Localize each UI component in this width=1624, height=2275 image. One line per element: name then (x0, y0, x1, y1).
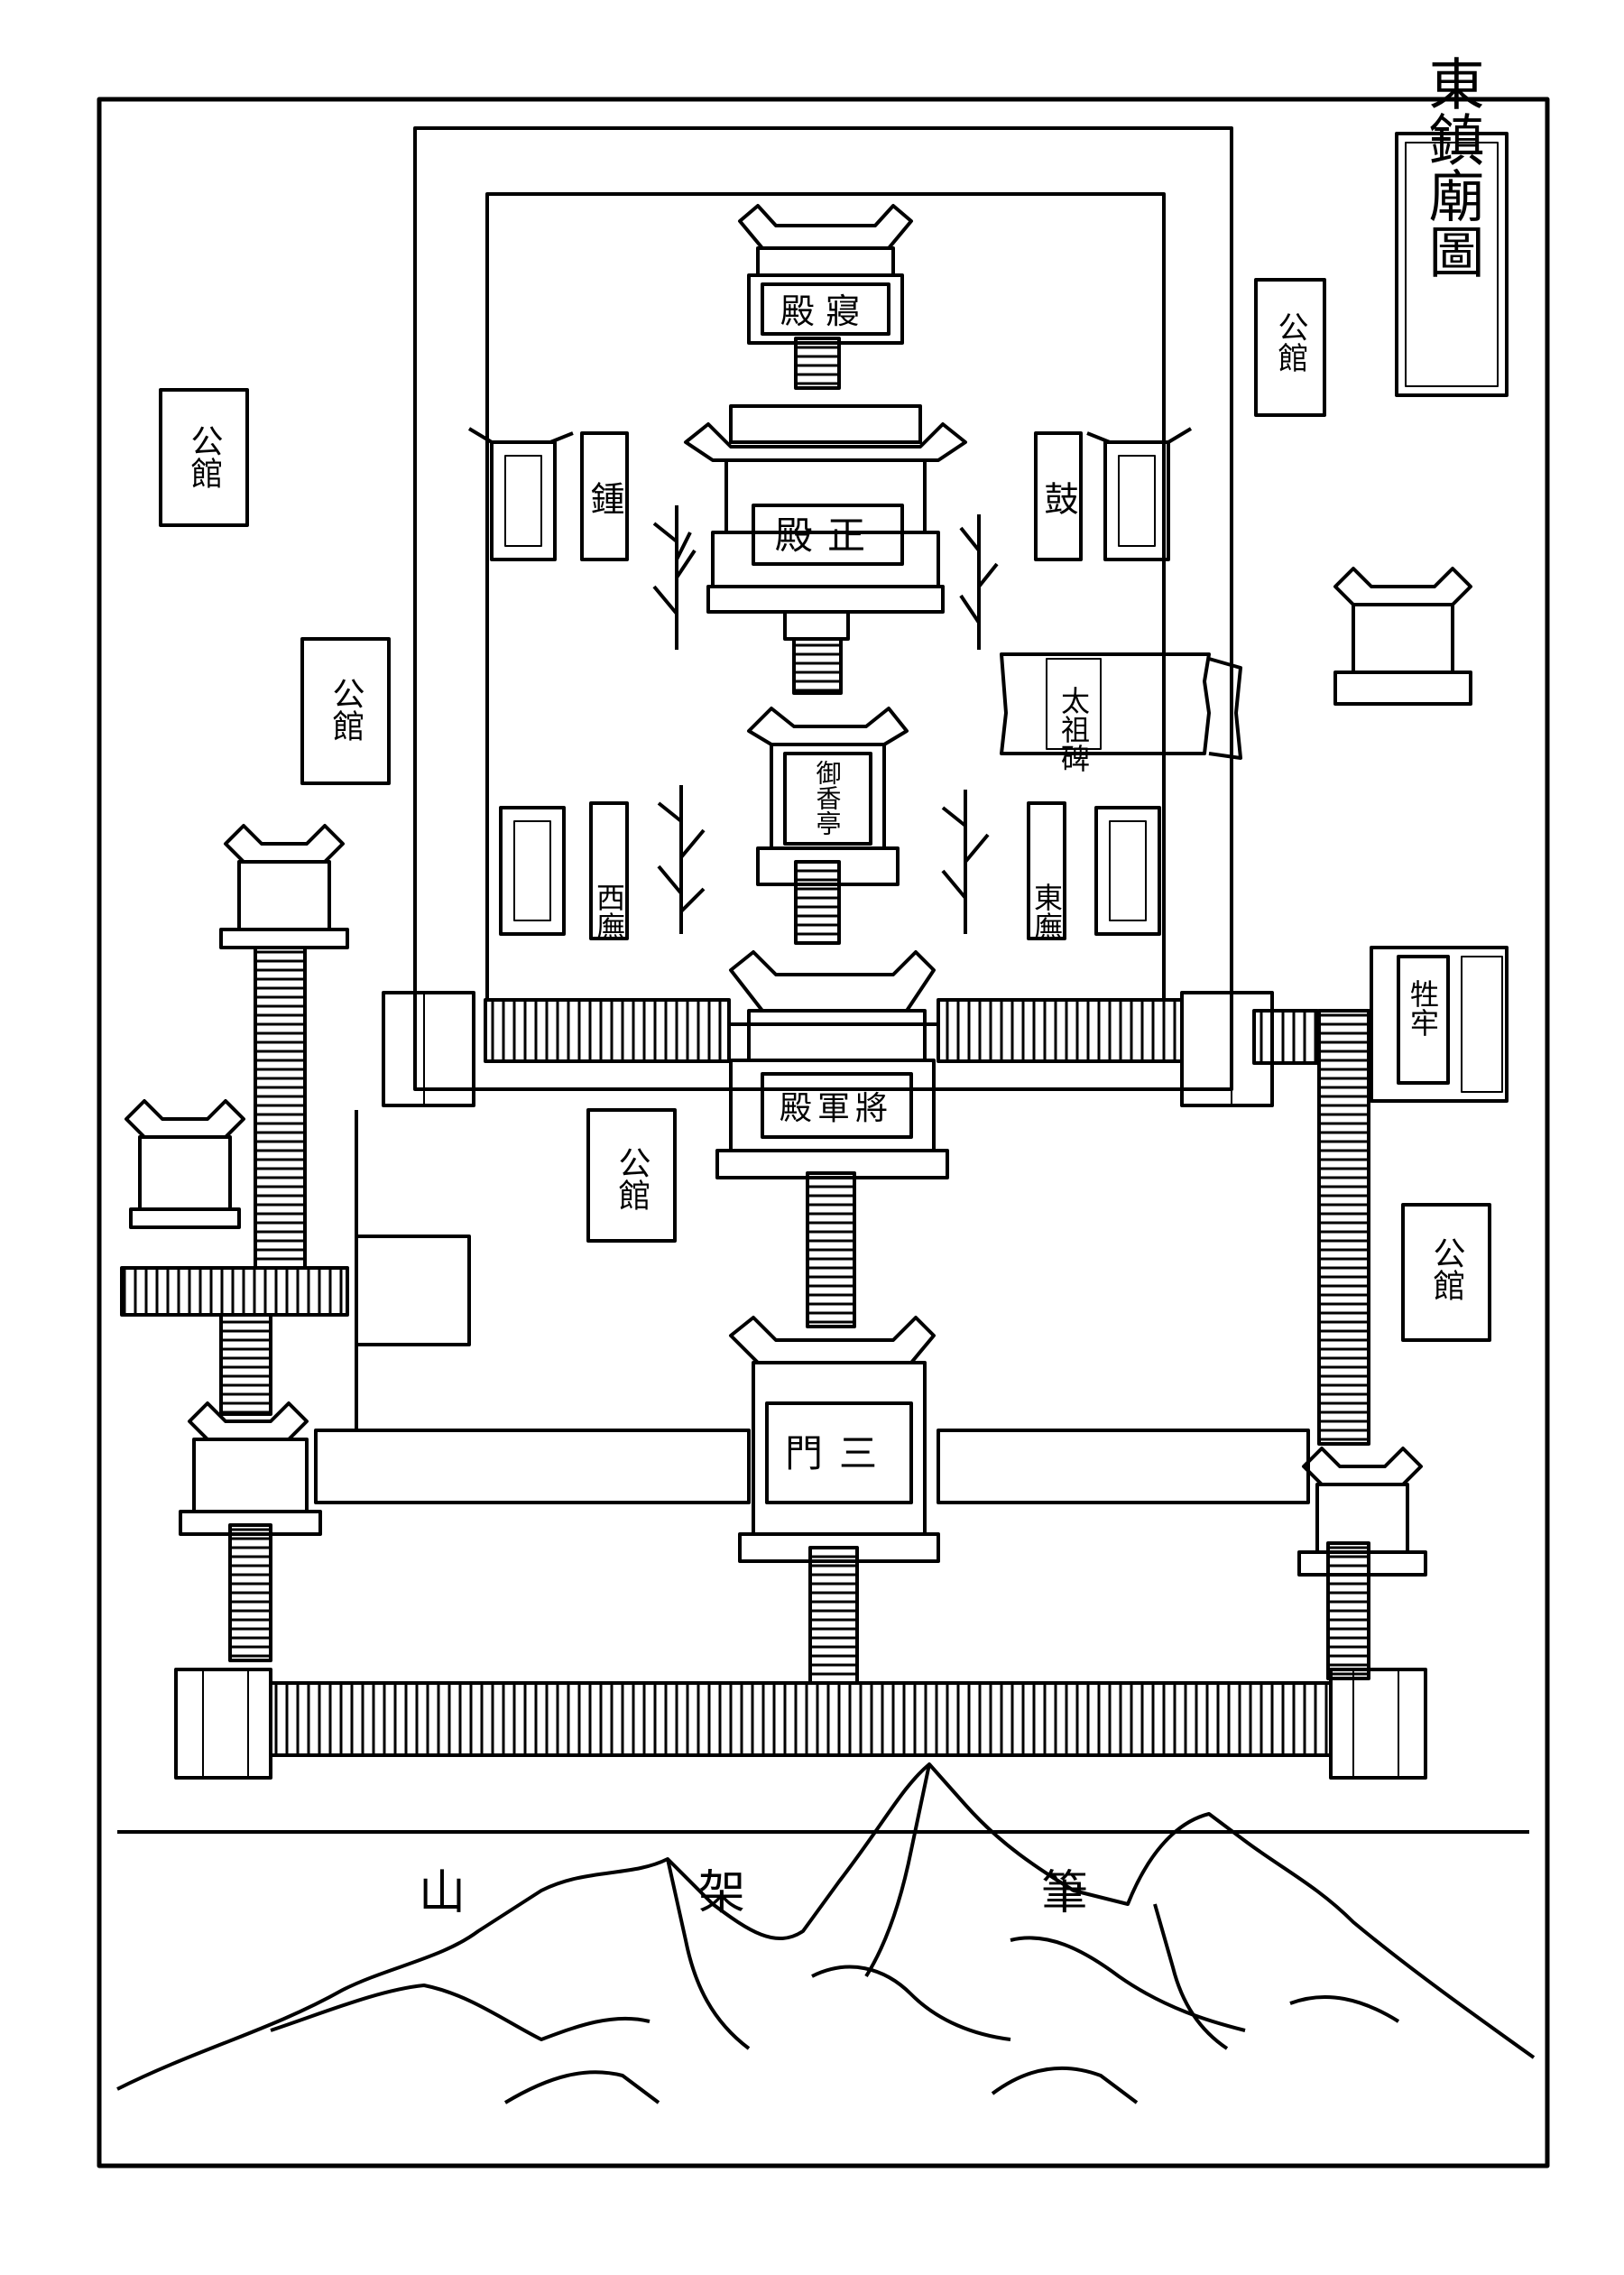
bell-tower-label: 鍾 (585, 481, 624, 515)
mountain-range (116, 1762, 1536, 2104)
gatehouse-left (174, 1668, 272, 1780)
taizu-stele-label: 太祖碑 (1057, 686, 1091, 772)
three-gates-label: 門三 (785, 1431, 893, 1475)
sleeping-hall-plaque (761, 282, 890, 336)
guesthouse-2 (1254, 278, 1326, 417)
pavilion-right-top (1333, 567, 1472, 706)
title-cartouche (1395, 132, 1509, 397)
guesthouse-5 (1401, 1203, 1491, 1342)
map-title: 東鎮廟圖 (1419, 55, 1485, 279)
mountain-label-char: 筆 (1041, 1866, 1088, 1920)
guesthouse-3-label: 公館 (328, 677, 365, 742)
bell-tower (580, 431, 629, 561)
guesthouse-4 (586, 1108, 677, 1243)
pavilion-left-mid (125, 1099, 245, 1229)
west-corridor-label: 西廡 (592, 883, 626, 940)
mountain-label-char: 山 (419, 1866, 466, 1920)
sacrifice-pen-label: 牲牢 (1406, 979, 1440, 1037)
pavilion-left-low (179, 1401, 322, 1536)
map-border (97, 97, 1550, 2169)
gatehouse-right (1329, 1668, 1427, 1780)
pavilion-left-top (219, 824, 349, 949)
guesthouse-2-label: 公館 (1272, 311, 1308, 373)
incense-pavilion-label: 御香亭 (813, 760, 843, 836)
pavilion-right-low (1297, 1447, 1427, 1577)
bottom-gallery (269, 1681, 1333, 1757)
incense-pavilion-plaque (783, 752, 872, 846)
guesthouse-1 (159, 388, 249, 527)
main-hall-label: 殿正 (775, 513, 880, 558)
main-gallery (484, 998, 731, 1063)
guesthouse-4-label: 公館 (614, 1146, 651, 1211)
east-corridor (1027, 801, 1066, 940)
sleeping-hall-label: 殿寢 (780, 291, 871, 331)
general-hall-label: 殿軍將 (780, 1090, 893, 1127)
inner-temple-wall (485, 192, 1166, 1026)
mountain-label-char: 架 (698, 1866, 745, 1920)
sacrifice-pen (1397, 955, 1450, 1085)
drum-tower (1034, 431, 1083, 561)
guesthouse-1-label: 公館 (186, 424, 224, 489)
guesthouse-5-label: 公館 (1428, 1236, 1466, 1301)
mountain-label: 筆架山 (419, 1866, 1088, 1920)
three-gates-plaque (765, 1401, 913, 1504)
main-hall-plaque (752, 504, 904, 566)
east-corridor-label: 東廡 (1029, 883, 1064, 940)
west-corridor (589, 801, 629, 940)
drum-tower-label: 鼓 (1038, 481, 1078, 515)
taizu-stele (1046, 658, 1102, 750)
guesthouse-3 (300, 637, 391, 785)
outer-temple-wall (413, 126, 1233, 1091)
general-hall-plaque (761, 1072, 913, 1139)
